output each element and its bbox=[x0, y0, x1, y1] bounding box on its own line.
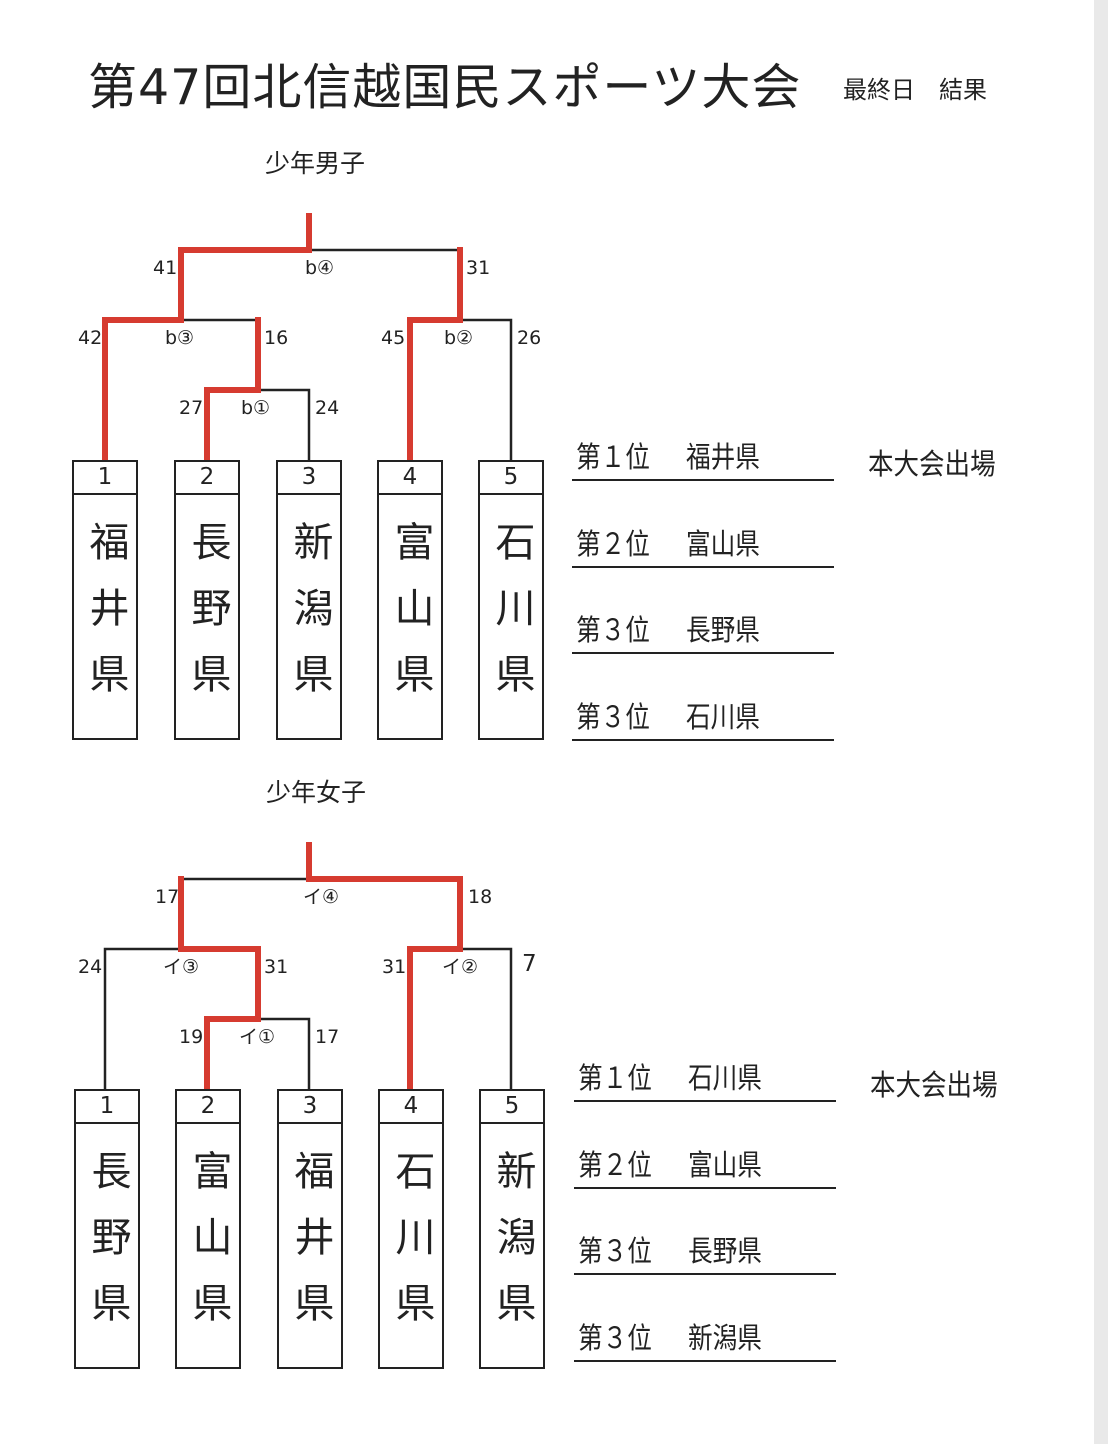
winner-path-seed2 bbox=[178, 876, 261, 1090]
winner-path-champion bbox=[306, 842, 463, 1090]
ranking-team: 新潟県 bbox=[688, 1321, 762, 1355]
team-seed: 4 bbox=[380, 1091, 442, 1124]
ranking-row: 第３位 長野県 bbox=[574, 1231, 836, 1275]
bracket-lines bbox=[102, 213, 513, 462]
match-label: b② bbox=[444, 327, 474, 349]
team-name: 富山県 bbox=[387, 521, 434, 719]
score-label: 16 bbox=[264, 327, 289, 349]
team-name: 長野県 bbox=[84, 1150, 131, 1348]
score-label: 31 bbox=[264, 956, 289, 978]
bracket-lines bbox=[103, 842, 513, 1091]
team-seed: 4 bbox=[379, 462, 441, 495]
winner-path-champion bbox=[102, 213, 312, 461]
team-name: 福井県 bbox=[82, 521, 129, 719]
ranking-team: 石川県 bbox=[686, 700, 760, 734]
section-label: 少年男子 bbox=[265, 149, 366, 178]
ranking-place: 第３位 bbox=[576, 700, 650, 734]
ranking-place: 第３位 bbox=[578, 1234, 652, 1268]
team-seed: 5 bbox=[480, 462, 542, 495]
score-label: 31 bbox=[382, 956, 407, 978]
team-name: 新潟県 bbox=[489, 1150, 536, 1348]
team-box: 5 石川県 bbox=[478, 460, 544, 740]
team-box: 4 石川県 bbox=[378, 1089, 444, 1369]
ranking-row: 第３位 新潟県 bbox=[574, 1318, 836, 1362]
match-label: イ② bbox=[442, 956, 479, 978]
team-seed: 5 bbox=[481, 1091, 543, 1124]
ranking-place: 第３位 bbox=[576, 613, 650, 647]
winner-path-seed4 bbox=[407, 247, 463, 461]
score-label: 18 bbox=[468, 886, 493, 908]
ranking-place: 第２位 bbox=[576, 527, 650, 561]
match-label: b① bbox=[241, 397, 271, 419]
team-box: 2 富山県 bbox=[175, 1089, 241, 1369]
ranking-row: 第３位 長野県 bbox=[572, 610, 834, 654]
team-box: 1 長野県 bbox=[74, 1089, 140, 1369]
page-title: 第47回北信越国民スポーツ大会 bbox=[88, 59, 802, 116]
team-box: 5 新潟県 bbox=[479, 1089, 545, 1369]
team-name: 富山県 bbox=[185, 1150, 232, 1348]
score-label: 26 bbox=[517, 327, 542, 349]
score-label: 42 bbox=[78, 327, 103, 349]
page-edge bbox=[1094, 0, 1108, 1444]
ranking-team: 石川県 bbox=[688, 1061, 762, 1095]
team-name: 長野県 bbox=[184, 521, 231, 719]
ranking-team: 富山県 bbox=[686, 527, 760, 561]
ranking-place: 第１位 bbox=[576, 440, 650, 474]
page-subtitle: 最終日 結果 bbox=[843, 76, 987, 104]
team-name: 石川県 bbox=[488, 521, 535, 719]
winner-path-seed2 bbox=[204, 317, 261, 461]
ranking-team: 長野県 bbox=[686, 613, 760, 647]
team-seed: 1 bbox=[76, 1091, 138, 1124]
ranking-place: 第１位 bbox=[578, 1061, 652, 1095]
match-label: イ④ bbox=[303, 886, 340, 908]
team-name: 福井県 bbox=[287, 1150, 334, 1348]
team-box: 1 福井県 bbox=[72, 460, 138, 740]
team-name: 石川県 bbox=[388, 1150, 435, 1348]
score-label: 17 bbox=[155, 886, 180, 908]
match-label: イ① bbox=[239, 1026, 276, 1048]
match-label: b④ bbox=[305, 257, 335, 279]
score-label: 19 bbox=[179, 1026, 204, 1048]
ranking-row: 第２位 富山県 bbox=[574, 1145, 836, 1189]
team-box: 4 富山県 bbox=[377, 460, 443, 740]
score-label: 24 bbox=[315, 397, 340, 419]
ranking-team: 福井県 bbox=[686, 440, 760, 474]
qualification-note: 本大会出場 bbox=[868, 447, 996, 481]
score-label: 45 bbox=[381, 327, 406, 349]
team-seed: 3 bbox=[278, 462, 340, 495]
ranking-team: 長野県 bbox=[688, 1234, 762, 1268]
score-label: 7 bbox=[522, 951, 537, 977]
score-label: 24 bbox=[78, 956, 103, 978]
score-label: 31 bbox=[466, 257, 491, 279]
ranking-team: 富山県 bbox=[688, 1148, 762, 1182]
team-box: 3 新潟県 bbox=[276, 460, 342, 740]
ranking-row: 第１位 福井県 bbox=[572, 437, 834, 481]
score-label: 41 bbox=[153, 257, 178, 279]
team-seed: 3 bbox=[279, 1091, 341, 1124]
team-box: 3 福井県 bbox=[277, 1089, 343, 1369]
qualification-note: 本大会出場 bbox=[870, 1068, 998, 1102]
team-seed: 2 bbox=[177, 1091, 239, 1124]
team-name: 新潟県 bbox=[286, 521, 333, 719]
ranking-row: 第２位 富山県 bbox=[572, 524, 834, 568]
team-box: 2 長野県 bbox=[174, 460, 240, 740]
ranking-row: 第１位 石川県 bbox=[574, 1058, 836, 1102]
ranking-place: 第２位 bbox=[578, 1148, 652, 1182]
match-label: b③ bbox=[165, 327, 195, 349]
score-label: 27 bbox=[179, 397, 204, 419]
ranking-place: 第３位 bbox=[578, 1321, 652, 1355]
team-seed: 1 bbox=[74, 462, 136, 495]
team-seed: 2 bbox=[176, 462, 238, 495]
score-label: 17 bbox=[315, 1026, 340, 1048]
match-label: イ③ bbox=[163, 956, 200, 978]
ranking-row: 第３位 石川県 bbox=[572, 697, 834, 741]
section-label: 少年女子 bbox=[266, 778, 367, 807]
